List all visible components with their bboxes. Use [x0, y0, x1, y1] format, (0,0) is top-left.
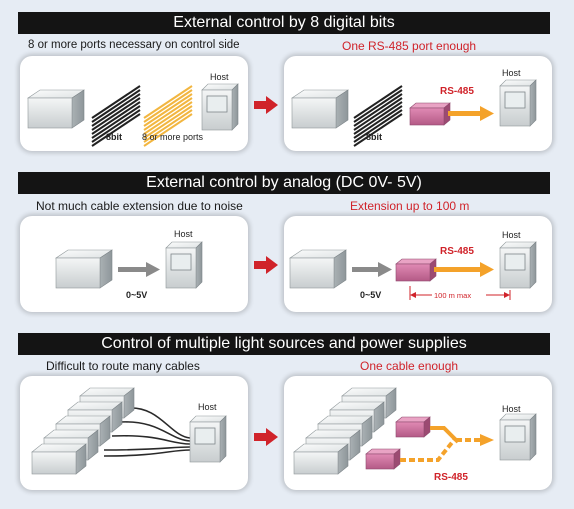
rs485-converter	[395, 416, 431, 438]
section-2-title: External control by analog (DC 0V- 5V)	[18, 172, 550, 194]
controller-box	[289, 249, 347, 289]
host-computer	[201, 83, 239, 131]
red-arrow-icon	[254, 428, 278, 446]
controller-box	[27, 89, 85, 129]
orange-arrow-icon	[434, 262, 494, 277]
section-3-title: Control of multiple light sources and po…	[18, 333, 550, 355]
rs485-converter	[409, 102, 451, 126]
host-computer	[499, 413, 537, 461]
host-computer	[499, 241, 537, 289]
section-1-right-panel: Host RS-485 8bit	[284, 56, 552, 151]
distance-label: 100 m max	[434, 291, 471, 300]
section-2-left-caption: Not much cable extension due to noise	[36, 199, 243, 213]
controller-stack	[31, 387, 135, 475]
host-computer	[189, 415, 227, 463]
red-arrow-icon	[254, 256, 278, 274]
host-label: Host	[198, 402, 217, 412]
distance-dimension	[409, 286, 511, 300]
bits-label: 8bit	[366, 132, 382, 142]
host-label: Host	[174, 229, 193, 239]
rs485-label: RS-485	[440, 246, 474, 257]
orange-arrow-icon	[448, 106, 494, 121]
section-2-left-panel: Host 0~5V	[20, 216, 248, 312]
host-computer	[165, 241, 203, 289]
voltage-label: 0~5V	[360, 290, 381, 300]
host-label: Host	[502, 230, 521, 240]
cable-bundle	[103, 407, 191, 457]
gray-arrow-icon	[118, 262, 160, 277]
host-label: Host	[502, 68, 521, 78]
orange-cable-bundle	[143, 85, 193, 147]
black-cable-bundle	[91, 85, 141, 147]
section-1-title: External control by 8 digital bits	[18, 12, 550, 34]
section-2-right-panel: 100 m max Host RS-485 0~5V	[284, 216, 552, 312]
voltage-label: 0~5V	[126, 290, 147, 300]
host-label: Host	[502, 404, 521, 414]
section-1-right-caption: One RS-485 port enough	[342, 39, 477, 53]
black-cable-bundle	[353, 85, 403, 147]
controller-box	[55, 249, 113, 289]
rs485-converter	[395, 258, 437, 282]
orange-dashed-arrow-icon	[400, 426, 482, 462]
section-3-left-panel: Host	[20, 376, 248, 490]
ports-label: 8 or more ports	[142, 132, 204, 142]
section-2-right-caption: Extension up to 100 m	[350, 199, 470, 213]
section-1-left-panel: Host 8bit 8 or more ports	[20, 56, 248, 151]
bits-label: 8bit	[106, 132, 122, 142]
section-3-right-panel: Host RS-485	[284, 376, 552, 490]
gray-arrow-icon	[352, 262, 392, 277]
rs485-converter	[365, 448, 401, 470]
rs485-label: RS-485	[440, 86, 474, 97]
section-1-left-caption: 8 or more ports necessary on control sid…	[28, 39, 240, 51]
red-arrow-icon	[254, 96, 278, 114]
orange-arrowhead-icon	[480, 434, 494, 446]
section-3-right-caption: One cable enough	[360, 359, 459, 373]
rs485-label: RS-485	[434, 472, 468, 483]
section-3-left-caption: Difficult to route many cables	[46, 359, 200, 373]
controller-box	[291, 89, 349, 129]
host-computer	[499, 79, 537, 127]
host-label: Host	[210, 72, 229, 82]
controller-stack	[293, 387, 397, 475]
